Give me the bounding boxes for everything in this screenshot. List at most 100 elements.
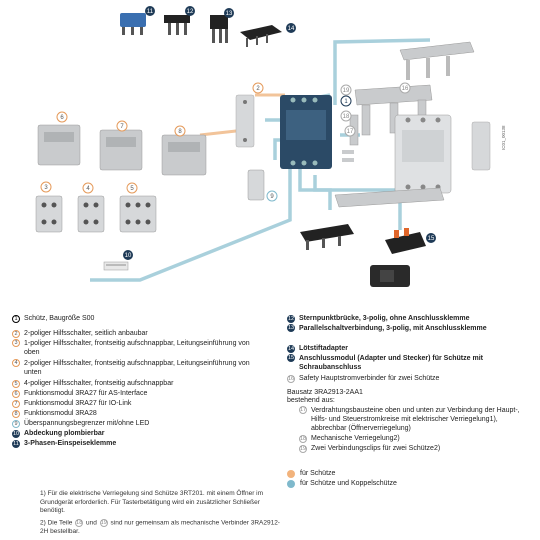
svg-text:10: 10: [125, 253, 132, 259]
footnote-1: 1) Für die elektrische Verriegelung sind…: [40, 490, 264, 514]
callout-number: 5: [12, 380, 20, 388]
callout-number: 12: [287, 315, 295, 323]
footnote-2: 2) Die Teile 18 und 19 sind nur gemeinsa…: [40, 519, 280, 537]
callout-number: 6: [12, 390, 20, 398]
legend-text: 2-poliger Hilfsschalter, seitlich anbaub…: [24, 330, 148, 337]
legend-text: 1-poliger Hilfsschalter, frontseitig auf…: [24, 340, 250, 356]
legend-right-item: 16 Safety Hauptstromverbinder für zwei Sc…: [287, 374, 532, 384]
svg-text:2: 2: [256, 86, 260, 92]
legend-left-item: 1 Schütz, Baugröße S00: [12, 314, 267, 324]
part-aux-switch-4: [77, 195, 105, 233]
legend-text: Parallelschaltverbindung, 3-polig, mit A…: [299, 325, 487, 332]
part-function-module-6: [37, 124, 81, 166]
callout-number: 14: [287, 345, 295, 353]
svg-text:7: 7: [120, 124, 124, 130]
legend-text: Abdeckung plombierbar: [24, 430, 105, 437]
part-solder-adapter-14: [240, 25, 282, 47]
part-aux-switch-3: [35, 195, 63, 233]
color-legend-text: für Schütze und Koppelschütze: [300, 480, 397, 487]
color-legend-item: für Schütze und Koppelschütze: [287, 479, 532, 489]
callout-number: 2: [12, 330, 20, 338]
contactor-s00-1: [280, 95, 332, 169]
svg-text:17: 17: [347, 129, 354, 135]
bausatz-text: Verdrahtungsbausteine oben und unten zur…: [311, 407, 520, 432]
color-swatch: [287, 480, 295, 488]
svg-text:5: 5: [130, 186, 134, 192]
part-wiring-block-17-top: [399, 41, 475, 80]
svg-text:15: 15: [428, 236, 435, 242]
footnote-2-ref-a: 18: [75, 519, 84, 527]
svg-text:19: 19: [343, 88, 350, 94]
svg-text:8: 8: [178, 129, 182, 135]
part-aux-switch-5: [119, 195, 157, 233]
legend-left-item: 6 Funktionsmodul 3RA27 für AS-Interface: [12, 389, 267, 399]
legend-right-item: 13 Parallelschaltverbindung, 3-polig, mit…: [287, 324, 532, 344]
part-cover-10: [103, 261, 129, 271]
accessory-diagram: 11 12 13 14 2 19 1 18 17 16 6 7 8 3 4 5 …: [35, 6, 506, 287]
svg-text:13: 13: [226, 11, 233, 17]
legend-left-item: 4 2-poliger Hilfsschalter, frontseitig au…: [12, 359, 267, 379]
legend-left-item: 5 4-poliger Hilfsschalter, frontseitig au…: [12, 379, 267, 389]
callout-number: 16: [287, 375, 295, 383]
color-swatch: [287, 470, 295, 478]
legend-text: Lötstiftadapter: [299, 345, 348, 352]
svg-text:12: 12: [187, 9, 194, 15]
bausatz-subtitle: bestehend aus:: [287, 397, 335, 404]
callout-number: 10: [12, 430, 20, 438]
legend-text: Schütz, Baugröße S00: [24, 315, 95, 322]
part-star-bridge-12: [164, 15, 190, 35]
legend-left-item: 10 Abdeckung plombierbar: [12, 429, 267, 439]
callout-number: 8: [12, 410, 20, 418]
part-wiring-block-17-bottom: [334, 187, 445, 208]
svg-text:3: 3: [44, 185, 48, 191]
footnote-2-mid: und: [86, 519, 97, 527]
callout-number: 18: [299, 435, 307, 443]
color-legend-item: für Schütze: [287, 469, 532, 479]
svg-text:18: 18: [343, 114, 350, 120]
callout-number: 1: [12, 315, 20, 323]
callout-number: 19: [299, 445, 307, 453]
callout-number: 7: [12, 400, 20, 408]
legend-left: 1 Schütz, Baugröße S00 2 2-poliger Hilfssch…: [12, 314, 267, 449]
part-surge-suppressor-9: [247, 169, 265, 201]
part-clips-19: [342, 150, 354, 162]
svg-text:14: 14: [288, 26, 295, 32]
svg-text:4: 4: [86, 186, 90, 192]
legend-text: Funktionsmodul 3RA28: [24, 410, 97, 417]
legend-text: Überspannungsbegrenzer mit/ohne LED: [24, 420, 150, 427]
callout-number: 15: [287, 354, 295, 362]
drawing-id-label: IC01_00138: [501, 125, 506, 150]
callout-number: 4: [12, 359, 20, 367]
bausatz-item: 18 Mechanische Verriegelung2): [299, 434, 532, 444]
legend-text: Funktionsmodul 3RA27 für AS-Interface: [24, 390, 148, 397]
legend-text: 2-poliger Hilfsschalter, frontseitig auf…: [24, 360, 250, 376]
legend-text: 3-Phasen-Einspeiseklemme: [24, 440, 117, 447]
bausatz-text: Mechanische Verriegelung2): [311, 435, 400, 442]
callout-number: 3: [12, 339, 20, 347]
callout-number: 9: [12, 420, 20, 428]
contactor-gray: [394, 114, 452, 194]
legend-text: 4-poliger Hilfsschalter, frontseitig auf…: [24, 380, 174, 387]
footnote-2-post: sind nur gemeinsam als mechanische Verbi…: [40, 519, 280, 536]
legend-text: Safety Hauptstromverbinder für zwei Schü…: [299, 375, 440, 382]
legend-left-item: 7 Funktionsmodul 3RA27 für IO-Link: [12, 399, 267, 409]
part-3-phase-terminal-11: [120, 13, 146, 35]
bausatz-title: Bausatz 3RA2913-2AA1: [287, 389, 363, 396]
part-side-aux-2: [235, 94, 255, 148]
callout-number: 13: [287, 324, 295, 332]
legend-text: Funktionsmodul 3RA27 für IO-Link: [24, 400, 132, 407]
footnote-2-pre: 2) Die Teile: [40, 519, 73, 527]
legend-left-item: 9 Überspannungsbegrenzer mit/ohne LED: [12, 419, 267, 429]
connector-lines: [90, 38, 431, 282]
legend-left-item: 8 Funktionsmodul 3RA28: [12, 409, 267, 419]
svg-text:11: 11: [147, 9, 154, 15]
part-side-aux-right: [471, 121, 491, 171]
part-connection-module-15: [370, 228, 426, 287]
part-parallel-link-bottom: [300, 224, 354, 250]
legend-left-item: 3 1-poliger Hilfsschalter, frontseitig au…: [12, 339, 267, 359]
